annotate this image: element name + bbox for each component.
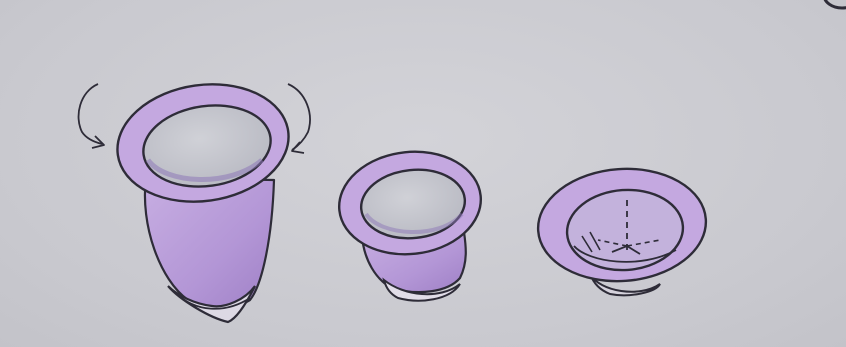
rotate-right-arrowhead-icon (292, 142, 304, 153)
rotate-left-arrow-icon (79, 84, 102, 144)
corner-ring-fragment (820, 0, 846, 12)
cup-fully-rolled (534, 163, 709, 295)
cup-unfolded (79, 74, 310, 322)
rotate-right-arrow-icon (288, 84, 310, 150)
cup-rim-rolled (334, 145, 486, 301)
